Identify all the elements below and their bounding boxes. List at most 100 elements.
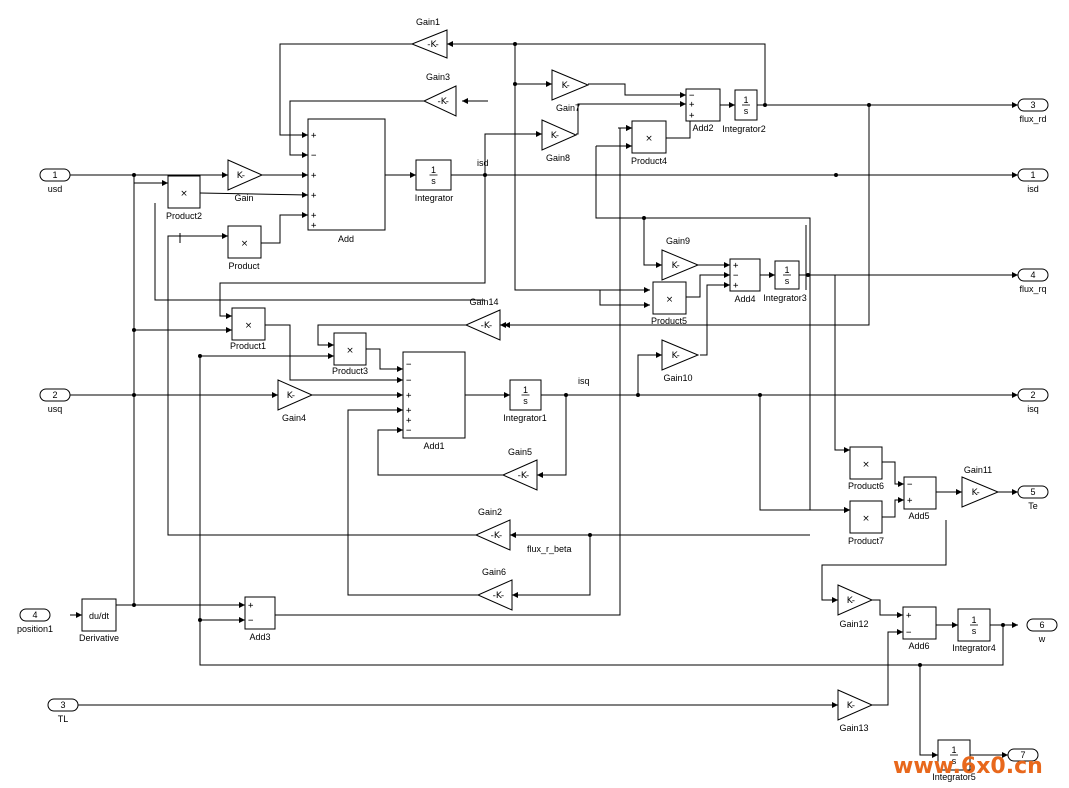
branch-point bbox=[763, 103, 767, 107]
branch-point bbox=[198, 354, 202, 358]
out-7-port[interactable]: 7 bbox=[1007, 748, 1039, 762]
sum-label: Add2 bbox=[692, 123, 713, 133]
gain13-block[interactable]: K-Gain13 bbox=[837, 689, 874, 733]
sum-sign: − bbox=[689, 91, 695, 101]
signal-line bbox=[317, 324, 466, 348]
product-label: Product1 bbox=[230, 341, 266, 351]
signal-labels: isd isq flux_r_beta bbox=[477, 158, 590, 554]
product2-block[interactable]: ×Product2 bbox=[166, 175, 202, 221]
outport-name: flux_rd bbox=[1019, 114, 1046, 124]
inport-name: TL bbox=[58, 714, 69, 724]
gain8-block[interactable]: K-Gain8 bbox=[541, 119, 578, 163]
sum-sign: + bbox=[689, 111, 695, 121]
gain5-block[interactable]: -K-Gain5 bbox=[501, 447, 538, 491]
add6-block[interactable]: +−Add6 bbox=[902, 606, 937, 651]
add-block[interactable]: +−++++Add bbox=[307, 118, 386, 244]
watermark-text: www.6x0.cn bbox=[893, 754, 1043, 779]
gain14-block[interactable]: -K-Gain14 bbox=[464, 297, 501, 341]
out-w-port[interactable]: 6w bbox=[1026, 618, 1058, 644]
outport-number: 5 bbox=[1030, 487, 1035, 497]
gain4-block[interactable]: K-Gain4 bbox=[277, 379, 314, 423]
signal-line bbox=[289, 100, 424, 158]
signal-isq-label: isq bbox=[578, 376, 590, 386]
add5-block[interactable]: −+Add5 bbox=[903, 476, 937, 521]
product1-block[interactable]: ×Product1 bbox=[230, 307, 266, 351]
sum-sign: − bbox=[733, 271, 739, 281]
branch-point bbox=[132, 173, 136, 177]
product-symbol: × bbox=[180, 189, 188, 199]
add3-block[interactable]: +−Add3 bbox=[244, 596, 276, 642]
product3-block[interactable]: ×Product3 bbox=[332, 332, 368, 376]
gain6-block[interactable]: -K-Gain6 bbox=[476, 567, 513, 611]
signal-line bbox=[447, 41, 766, 105]
sum-label: Add6 bbox=[908, 641, 929, 651]
product-block[interactable]: ×Product bbox=[227, 225, 262, 271]
gain10-block[interactable]: K-Gain10 bbox=[661, 339, 700, 383]
gain7-block[interactable]: K-Gain7 bbox=[551, 69, 590, 113]
derivative-label: Derivative bbox=[79, 633, 119, 643]
add4-block[interactable]: +−+Add4 bbox=[729, 258, 761, 304]
product-label: Product6 bbox=[848, 481, 884, 491]
gain2-block[interactable]: -K-Gain2 bbox=[474, 507, 511, 551]
gain-value: K- bbox=[972, 488, 980, 498]
product6-block[interactable]: × Product6 bbox=[848, 446, 884, 491]
signal-line bbox=[686, 272, 730, 298]
sum-sign: − bbox=[406, 426, 412, 436]
gain-value: K- bbox=[672, 351, 680, 361]
product-symbol: × bbox=[862, 460, 870, 470]
sum-label: Add1 bbox=[423, 441, 444, 451]
outport-number: 7 bbox=[1020, 750, 1025, 760]
gain-value: K- bbox=[237, 171, 245, 181]
signal-lines bbox=[70, 41, 1018, 758]
in-tl-port[interactable]: 3TL bbox=[47, 698, 79, 724]
signal-line bbox=[537, 395, 567, 478]
integrator-label: Integrator1 bbox=[503, 413, 547, 423]
product-label: Product3 bbox=[332, 366, 368, 376]
branch-point bbox=[132, 328, 136, 332]
integrator-label: Integrator4 bbox=[952, 643, 996, 653]
gain-block[interactable]: K-Gain bbox=[227, 159, 264, 203]
gain-label: Gain12 bbox=[839, 619, 868, 629]
add1-block[interactable]: −−+++−Add1 bbox=[402, 351, 466, 451]
gain-value: -K- bbox=[491, 531, 502, 541]
product4-block[interactable]: ×Product4 bbox=[631, 120, 667, 166]
branch-point bbox=[834, 173, 838, 177]
gain-label: Gain11 bbox=[964, 465, 992, 475]
gain12-block[interactable]: K-Gain12 bbox=[837, 584, 874, 629]
gain3-block[interactable]: -K-Gain3 bbox=[422, 72, 457, 117]
product7-block[interactable]: ×Product7 bbox=[848, 500, 884, 546]
inport-number: 2 bbox=[52, 390, 57, 400]
sum-sign: + bbox=[311, 131, 317, 141]
signal-line bbox=[377, 427, 503, 476]
signal-line bbox=[219, 175, 486, 319]
add2-block[interactable]: −++Add2 bbox=[685, 88, 721, 133]
out-te-port[interactable]: 5Te bbox=[1017, 485, 1049, 511]
sum-sign: + bbox=[907, 496, 913, 506]
signal-line bbox=[275, 125, 632, 616]
signal-line bbox=[347, 407, 478, 596]
gain11-block[interactable]: K- Gain11 bbox=[961, 465, 1000, 508]
gain-label: Gain4 bbox=[282, 413, 306, 423]
product5-block[interactable]: ×Product5 bbox=[651, 281, 687, 326]
sum-sign: + bbox=[406, 416, 412, 426]
outport-number: 6 bbox=[1039, 620, 1044, 630]
integrator-denominator: s bbox=[744, 106, 749, 116]
product-label: Product4 bbox=[631, 156, 667, 166]
sum-sign: + bbox=[689, 100, 695, 110]
gain9-block[interactable]: K-Gain9 bbox=[661, 236, 700, 281]
gain1-block[interactable]: -K-Gain1 bbox=[410, 17, 448, 59]
